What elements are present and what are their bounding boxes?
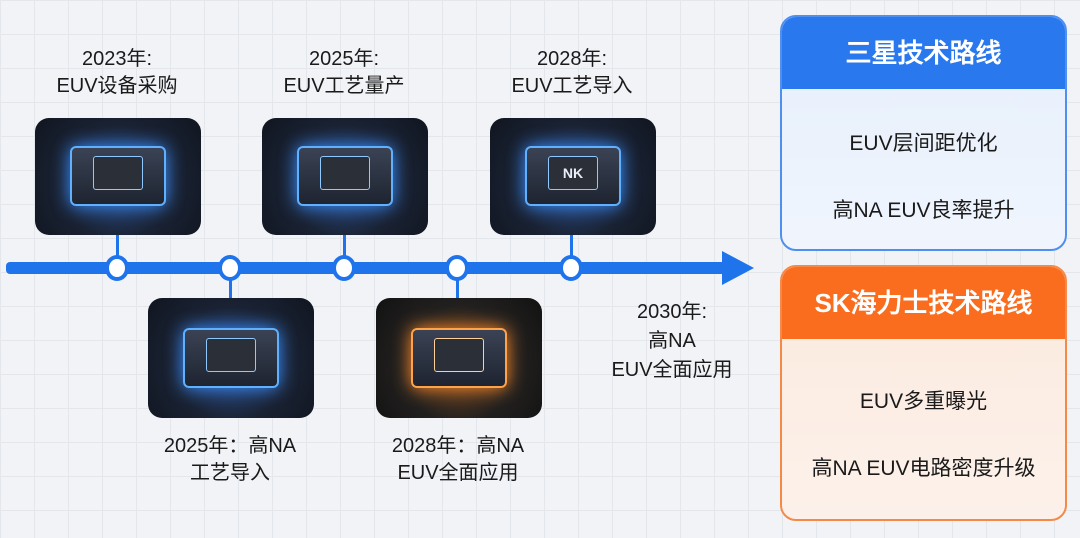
chip-image-2023 <box>35 118 201 235</box>
connector <box>229 270 232 300</box>
connector <box>116 235 119 265</box>
hynix-item: EUV多重曝光 <box>859 390 988 413</box>
milestone-2025-label: 2025年:EUV工艺量产 <box>283 48 405 97</box>
samsung-item: 高NA EUV良率提升 <box>832 199 1015 222</box>
samsung-card-title: 三星技术路线 <box>782 17 1065 89</box>
samsung-item: EUV层间距优化 <box>849 132 998 155</box>
timeline-node <box>105 255 129 281</box>
hynix-card-title: SK海力士技术路线 <box>782 267 1065 339</box>
chip-image-2028-high-na <box>376 298 542 418</box>
samsung-roadmap-card: 三星技术路线 EUV层间距优化 高NA EUV良率提升 <box>780 15 1067 251</box>
arrow-head-icon <box>722 251 754 285</box>
milestone-2023-label: 2023年:EUV设备采购 <box>56 48 178 97</box>
connector <box>570 235 573 265</box>
timeline-node <box>218 255 242 281</box>
timeline-node <box>559 255 583 281</box>
hynix-item: 高NA EUV电路密度升级 <box>811 457 1036 480</box>
timeline-node <box>445 255 469 281</box>
timeline-node <box>332 255 356 281</box>
connector <box>456 270 459 300</box>
chip-image-2025-high-na <box>148 298 314 418</box>
timeline-line <box>6 262 726 274</box>
hynix-roadmap-card: SK海力士技术路线 EUV多重曝光 高NA EUV电路密度升级 <box>780 265 1067 521</box>
chip-image-2028: NK <box>490 118 656 235</box>
chip-image-2025 <box>262 118 428 235</box>
connector <box>343 235 346 265</box>
milestone-2028-label: 2028年:EUV工艺导入 <box>511 48 633 97</box>
